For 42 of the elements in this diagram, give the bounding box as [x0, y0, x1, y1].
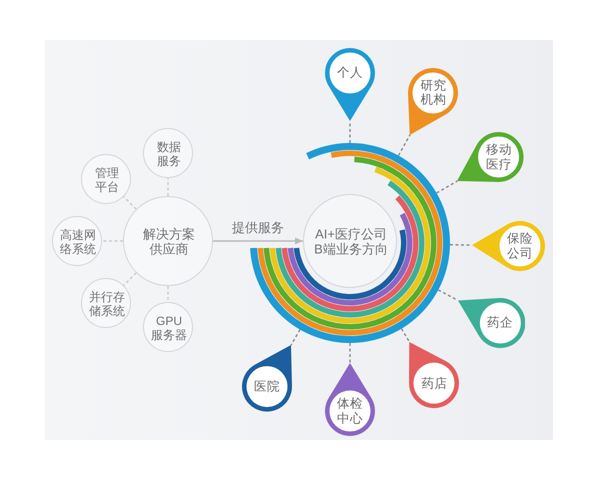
map-pin [242, 345, 292, 412]
map-pin [408, 68, 458, 135]
map-pin [457, 132, 524, 182]
dashed-connector [290, 329, 301, 346]
pin-label: 体检中心 [336, 396, 364, 426]
satellite-circle [143, 302, 193, 352]
dashed-connector [450, 244, 472, 246]
dashed-connector [349, 343, 351, 363]
pin-label: 移动医疗 [484, 142, 513, 172]
dashed-connector [122, 196, 137, 210]
circle-label: 高速网络系统 [59, 228, 97, 256]
dashed-connector [398, 134, 411, 156]
dashed-connector [400, 328, 410, 343]
circle-label: 数据服务 [156, 140, 182, 168]
dashed-connector [167, 178, 169, 196]
circle-label: 管理平台 [94, 166, 120, 194]
pin-label: 药店 [420, 376, 448, 391]
circle-label: GPU服务器 [150, 314, 188, 342]
dashed-connector [436, 180, 458, 194]
arrow [213, 238, 303, 244]
pin-label: 医院 [253, 379, 281, 394]
satellite-circle [52, 216, 102, 266]
center-circle [303, 194, 397, 288]
circle-label: 解决方案供应商 [142, 226, 196, 258]
map-pin [409, 342, 460, 409]
pin-label: 个人 [336, 66, 364, 80]
dashed-connector [122, 272, 137, 286]
dashed-connector [349, 121, 351, 143]
edge-label: 提供服务 [232, 219, 284, 237]
pin-label: 研究机构 [419, 78, 448, 108]
pin-label: 药企 [486, 315, 514, 330]
circle-label: AI+医疗公司B端业务方向 [313, 226, 389, 258]
pin-label: 保险公司 [506, 231, 534, 261]
map-pin [325, 363, 375, 436]
map-pin [325, 48, 375, 121]
map-pin [458, 298, 526, 348]
dashed-connector [438, 289, 458, 301]
satellite-circle [143, 128, 193, 178]
map-pin [472, 220, 545, 271]
dashed-connector [167, 286, 169, 302]
circle-label: 并行存储系统 [88, 290, 126, 318]
dashed-connector [102, 240, 123, 242]
